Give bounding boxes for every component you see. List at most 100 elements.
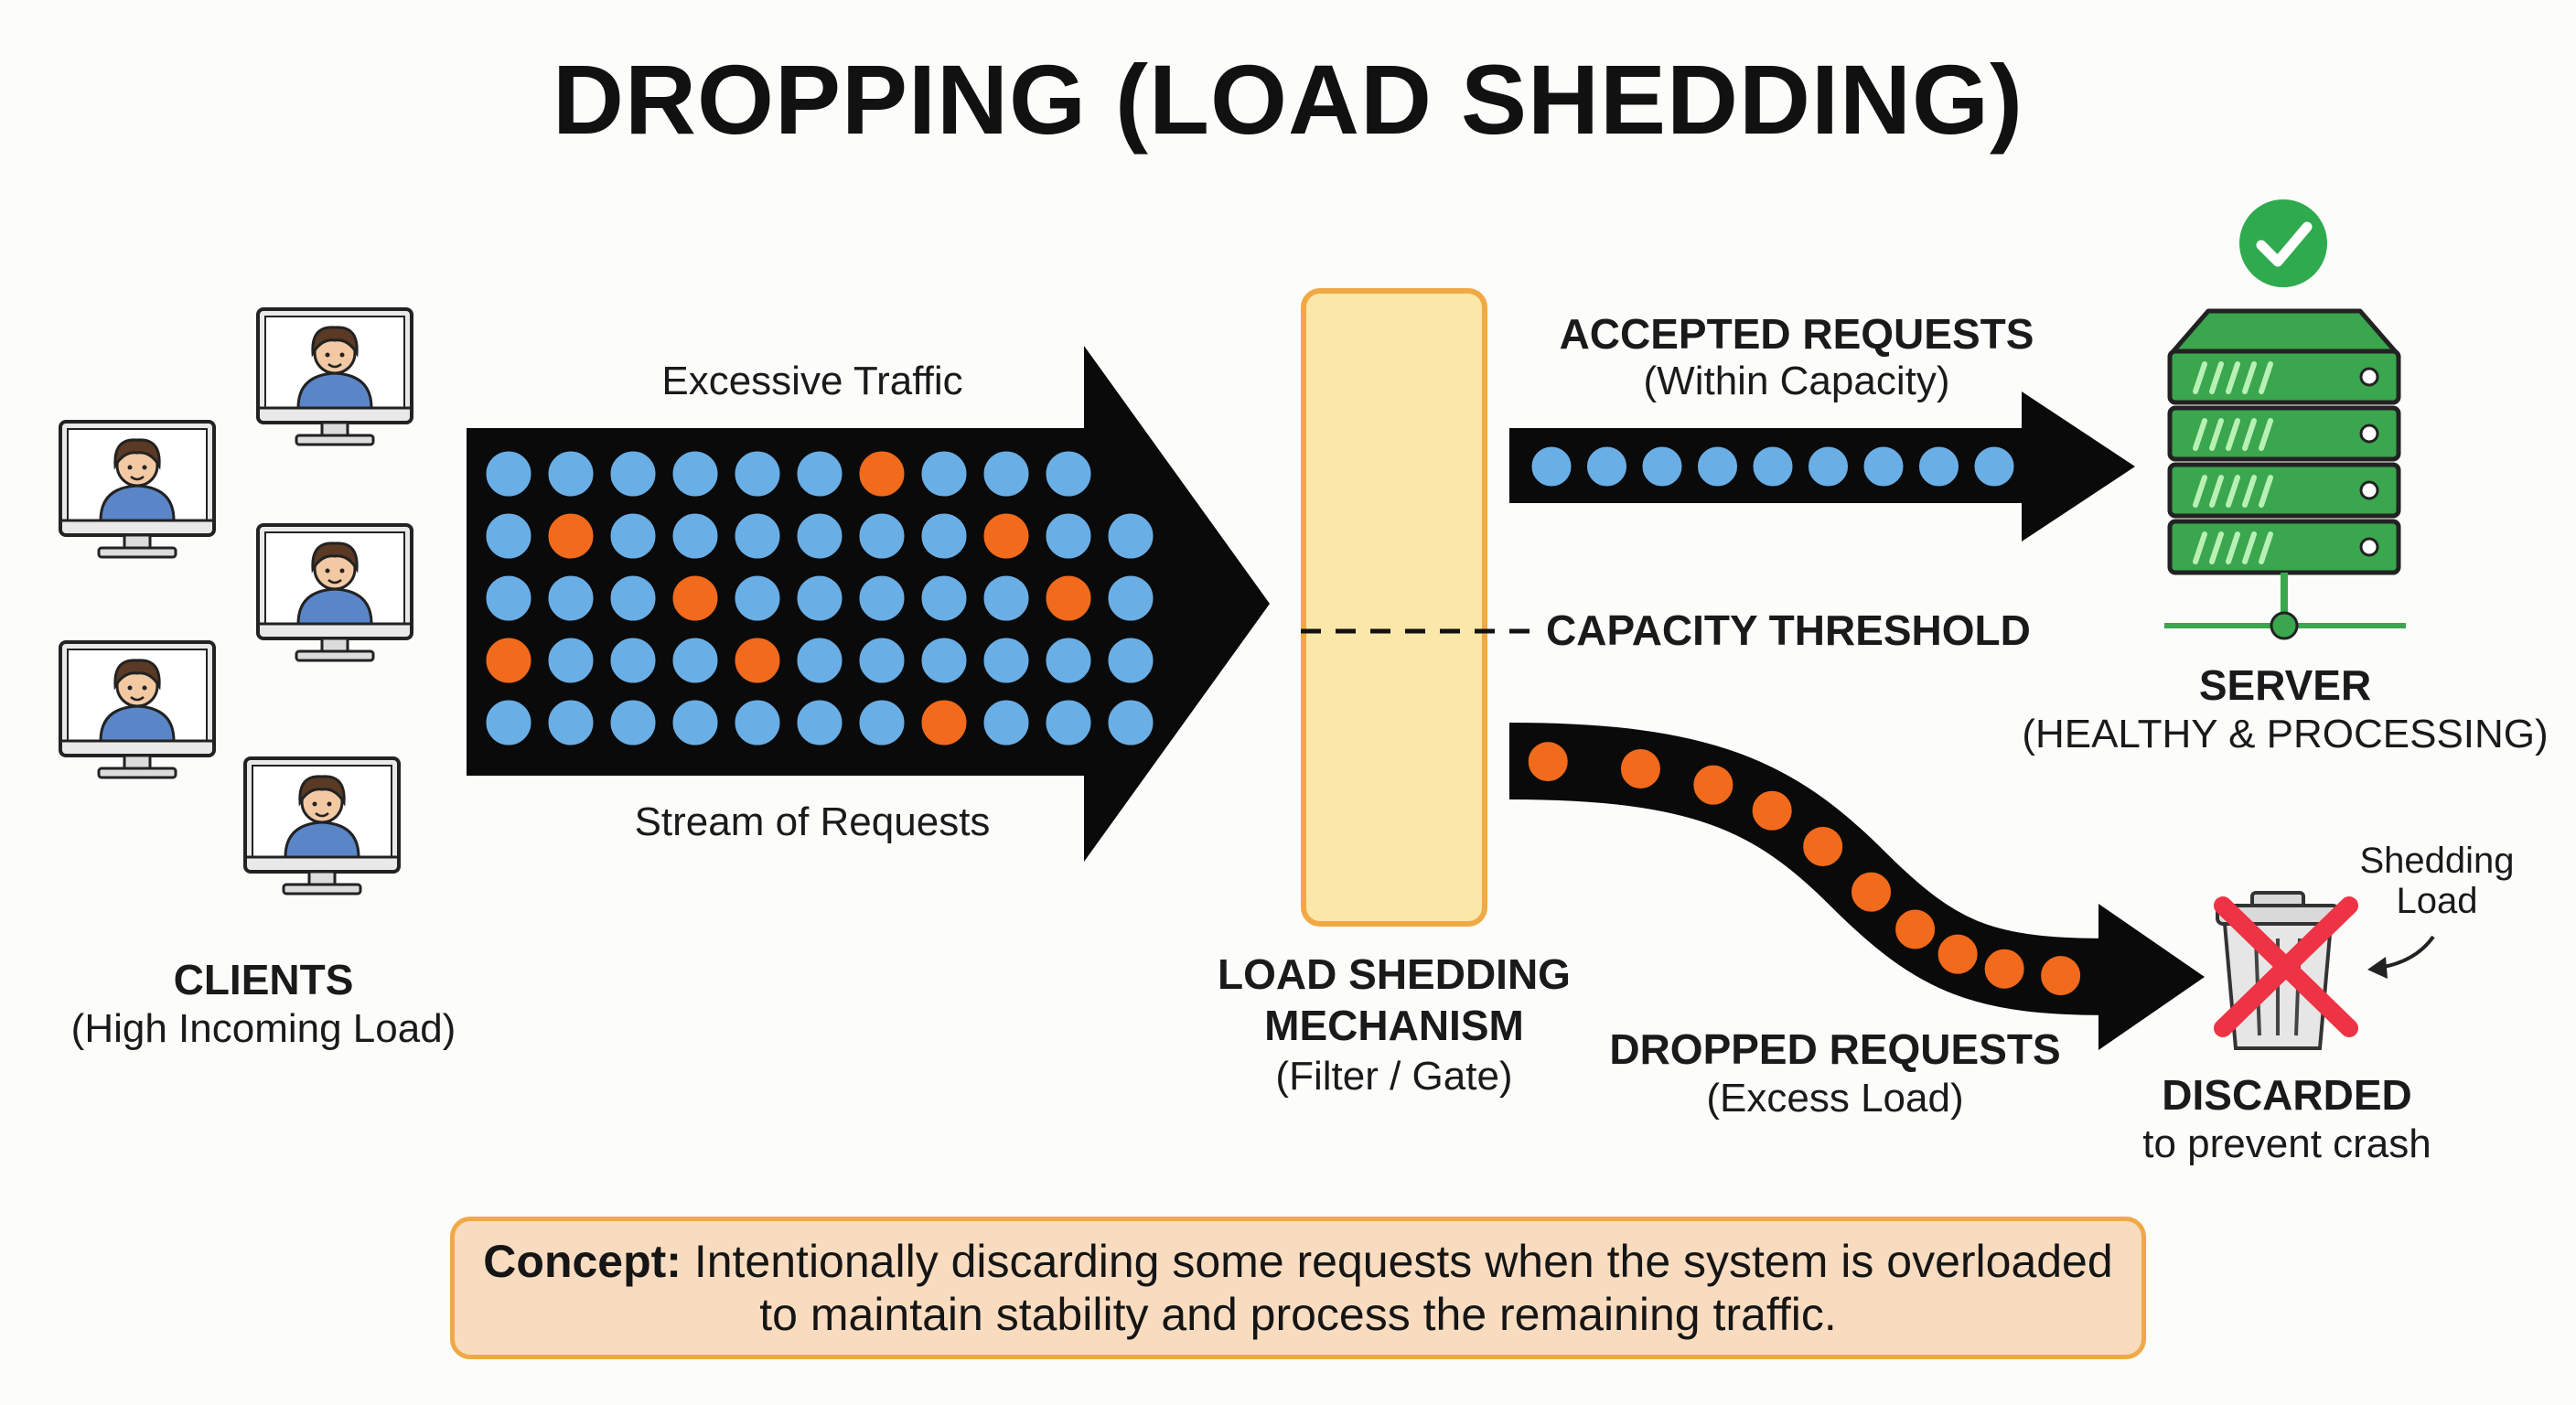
accepted-request-dot xyxy=(1529,444,1574,489)
clients-title: CLIENTS xyxy=(173,956,354,1003)
accepted-request-dot xyxy=(545,697,596,748)
dropped-request-dot xyxy=(856,448,907,499)
dropped-request-dot xyxy=(483,635,534,686)
accepted-request-dot xyxy=(856,510,907,562)
accepted-request-dot xyxy=(1105,573,1156,624)
accepted-request-dot xyxy=(732,448,783,499)
accepted-request-dot xyxy=(1695,444,1740,489)
gate-subtitle: (Filter / Gate) xyxy=(1275,1054,1513,1099)
server-icon xyxy=(2164,308,2406,640)
dropped-request-dot xyxy=(2038,953,2084,999)
accepted-request-dot xyxy=(856,635,907,686)
shedding-note-line2: Load xyxy=(2396,881,2478,921)
accepted-request-dot xyxy=(483,697,534,748)
dropped-requests-title: DROPPED REQUESTS xyxy=(1609,1025,2061,1073)
shedding-note-line1: Shedding xyxy=(2359,841,2515,881)
concept-label: Concept: xyxy=(483,1236,682,1287)
accepted-request-dot xyxy=(483,573,534,624)
dropped-request-dot xyxy=(732,635,783,686)
dropped-request-dot xyxy=(670,573,721,624)
accepted-request-dot xyxy=(670,448,721,499)
accepted-request-dot xyxy=(607,697,659,748)
discarded-title: DISCARDED xyxy=(2162,1071,2412,1119)
accepted-request-dot xyxy=(670,510,721,562)
dropped-requests-subtitle: (Excess Load) xyxy=(1706,1076,1964,1121)
accepted-request-dot xyxy=(1105,510,1156,562)
accepted-request-dot xyxy=(607,510,659,562)
check-icon xyxy=(2239,199,2327,287)
accepted-request-dot xyxy=(1043,448,1094,499)
shedding-load-arrow xyxy=(2367,935,2435,979)
accepted-request-dot xyxy=(856,697,907,748)
accepted-request-dot xyxy=(732,510,783,562)
excessive-traffic-label: Excessive Traffic xyxy=(661,359,963,403)
accepted-request-dot xyxy=(918,635,970,686)
accepted-request-dot xyxy=(670,697,721,748)
clients-group xyxy=(59,307,413,896)
gate-title-line2: MECHANISM xyxy=(1264,1002,1524,1049)
stream-of-requests-label: Stream of Requests xyxy=(634,799,991,844)
concept-text-line2: to maintain stability and process the re… xyxy=(759,1289,1837,1340)
cross-icon xyxy=(2214,896,2358,1037)
accepted-request-dot xyxy=(918,448,970,499)
accepted-request-dot xyxy=(794,635,845,686)
accepted-request-dot xyxy=(545,448,596,499)
dropped-request-dot xyxy=(1525,739,1571,785)
page-title: DROPPING (LOAD SHEDDING) xyxy=(552,44,2024,155)
accepted-request-dot xyxy=(607,573,659,624)
dropped-request-dot xyxy=(1893,906,1938,952)
accepted-request-dot xyxy=(732,697,783,748)
concept-text-line1: Intentionally discarding some requests w… xyxy=(681,1236,2113,1287)
accepted-request-dot xyxy=(1043,510,1094,562)
dropped-arrow-head xyxy=(2098,904,2205,1050)
client-monitor-icon xyxy=(243,756,401,896)
accepted-request-dot xyxy=(483,448,534,499)
dropped-request-dot xyxy=(1690,762,1736,808)
accepted-request-dot xyxy=(856,573,907,624)
accepted-request-dot xyxy=(483,510,534,562)
accepted-request-dot xyxy=(545,635,596,686)
capacity-threshold-label: CAPACITY THRESHOLD xyxy=(1546,606,2031,654)
accepted-request-dot xyxy=(981,573,1032,624)
client-monitor-icon xyxy=(59,640,216,779)
accepted-request-dot xyxy=(732,573,783,624)
stream-dots xyxy=(483,448,1156,748)
accepted-requests-title: ACCEPTED REQUESTS xyxy=(1559,310,2034,358)
dropped-request-dot xyxy=(1935,931,1980,977)
concept-box: Concept: Intentionally discarding some r… xyxy=(450,1217,2146,1359)
dropped-request-dot xyxy=(1800,823,1846,869)
clients-subtitle: (High Incoming Load) xyxy=(70,1006,456,1051)
accepted-request-dot xyxy=(1639,444,1685,489)
accepted-request-dot xyxy=(1806,444,1851,489)
accepted-request-dot xyxy=(1105,697,1156,748)
dropped-request-dot xyxy=(1749,788,1795,833)
accepted-request-dot xyxy=(545,573,596,624)
accepted-request-dot xyxy=(607,635,659,686)
accepted-request-dot xyxy=(1916,444,1961,489)
accepted-request-dot xyxy=(1105,635,1156,686)
server-title: SERVER xyxy=(2198,661,2372,709)
accepted-request-dot xyxy=(794,510,845,562)
dropped-request-dot xyxy=(981,510,1032,562)
discarded-subtitle: to prevent crash xyxy=(2142,1121,2431,1166)
dropped-request-dot xyxy=(1981,946,2027,992)
dropped-dots xyxy=(1525,739,2084,999)
dropped-request-dot xyxy=(918,697,970,748)
accepted-request-dot xyxy=(794,697,845,748)
accepted-request-dot xyxy=(1043,697,1094,748)
gate-title-line1: LOAD SHEDDING xyxy=(1218,950,1571,998)
dropped-request-dot xyxy=(1849,869,1894,915)
dropped-request-dot xyxy=(1043,573,1094,624)
accepted-request-dot xyxy=(1043,635,1094,686)
accepted-request-dot xyxy=(981,448,1032,499)
accepted-request-dot xyxy=(1861,444,1906,489)
server-subtitle: (HEALTHY & PROCESSING) xyxy=(2022,712,2549,756)
accepted-request-dot xyxy=(981,635,1032,686)
accepted-request-dot xyxy=(794,573,845,624)
dropped-request-dot xyxy=(545,510,596,562)
accepted-request-dot xyxy=(1750,444,1796,489)
client-monitor-icon xyxy=(59,420,216,559)
accepted-request-dot xyxy=(1971,444,2017,489)
accepted-request-dot xyxy=(607,448,659,499)
